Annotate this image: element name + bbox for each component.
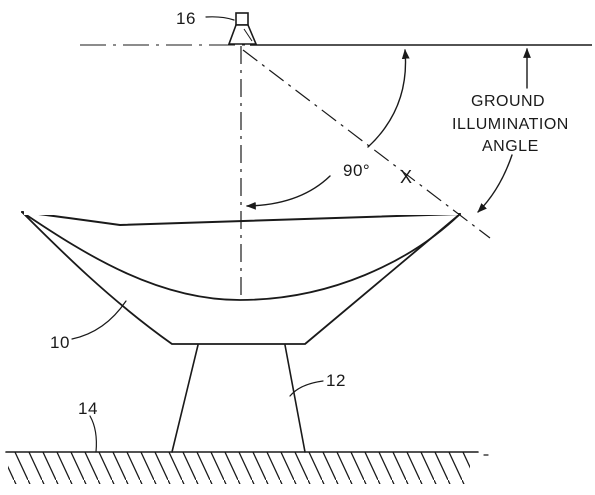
dish-leader (71, 300, 127, 340)
ground (5, 451, 479, 484)
dish-outer-surface (21, 211, 461, 345)
dish-inner-surface (21, 211, 461, 301)
ground-leader (89, 415, 97, 453)
ground-illumination-line1: GROUND (471, 93, 545, 110)
ground-ref-label: 14 (78, 399, 98, 418)
feed-ref-label: 16 (176, 9, 196, 28)
ground-illumination-line3: ANGLE (482, 138, 539, 155)
pedestal-leader (289, 380, 324, 397)
arc-90-arrow (246, 175, 331, 210)
dish-ref-label: 10 (50, 333, 70, 352)
pedestal-ref-label: 12 (326, 371, 346, 390)
diagonal-ray (242, 49, 491, 239)
pedestal (171, 344, 306, 453)
angle-x-label: X (400, 167, 413, 187)
ground-illumination-line2: ILLUMINATION (452, 116, 569, 133)
feed-leader (205, 16, 235, 21)
illumination-arc-upper (367, 49, 410, 148)
illumination-arc-lower (477, 154, 513, 213)
angle-90-label: 90° (343, 161, 370, 180)
feed-horn (227, 12, 258, 45)
